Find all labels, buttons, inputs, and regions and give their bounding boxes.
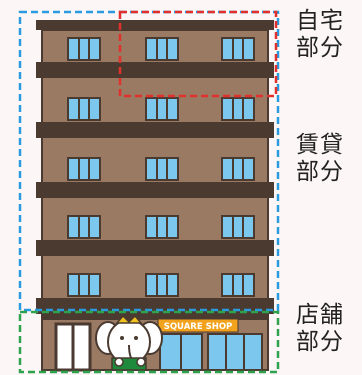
rental-label-line2: 部分 [296,159,344,185]
window [67,273,101,297]
home-section-box [118,10,278,98]
floor-ledge [36,182,274,198]
shop-window [207,333,263,371]
window [221,273,255,297]
floor-ledge [36,240,274,256]
rental-section-box [18,10,280,312]
shop-section-label: 店舗 部分 [296,302,362,356]
window [145,273,179,297]
shop-awning-bar [42,314,268,320]
window [67,157,101,181]
rental-section-label: 賃貸 部分 [296,132,362,186]
window [221,157,255,181]
shop-label-line2: 部分 [296,329,344,355]
shop-section-box [18,310,280,374]
floor-ledge [36,62,274,78]
shop-label-line1: 店舗 [296,302,344,328]
building: SQUARE SHOP [36,20,274,372]
home-label-line2: 部分 [296,35,344,61]
windows [67,37,255,297]
window [221,215,255,239]
window [145,215,179,239]
rental-label-line1: 賃貸 [296,132,344,158]
window [67,215,101,239]
home-label-line1: 自宅 [296,8,344,34]
shop-sign-text: SQUARE SHOP [164,322,233,332]
home-section-label: 自宅 部分 [296,8,362,62]
window [145,157,179,181]
window [67,97,101,121]
window [67,37,101,61]
window [221,37,255,61]
window [145,97,179,121]
roof-cap [36,20,274,30]
window [145,37,179,61]
floor-ledge [36,122,274,138]
window [221,97,255,121]
elephant-mascot-icon [95,314,163,371]
